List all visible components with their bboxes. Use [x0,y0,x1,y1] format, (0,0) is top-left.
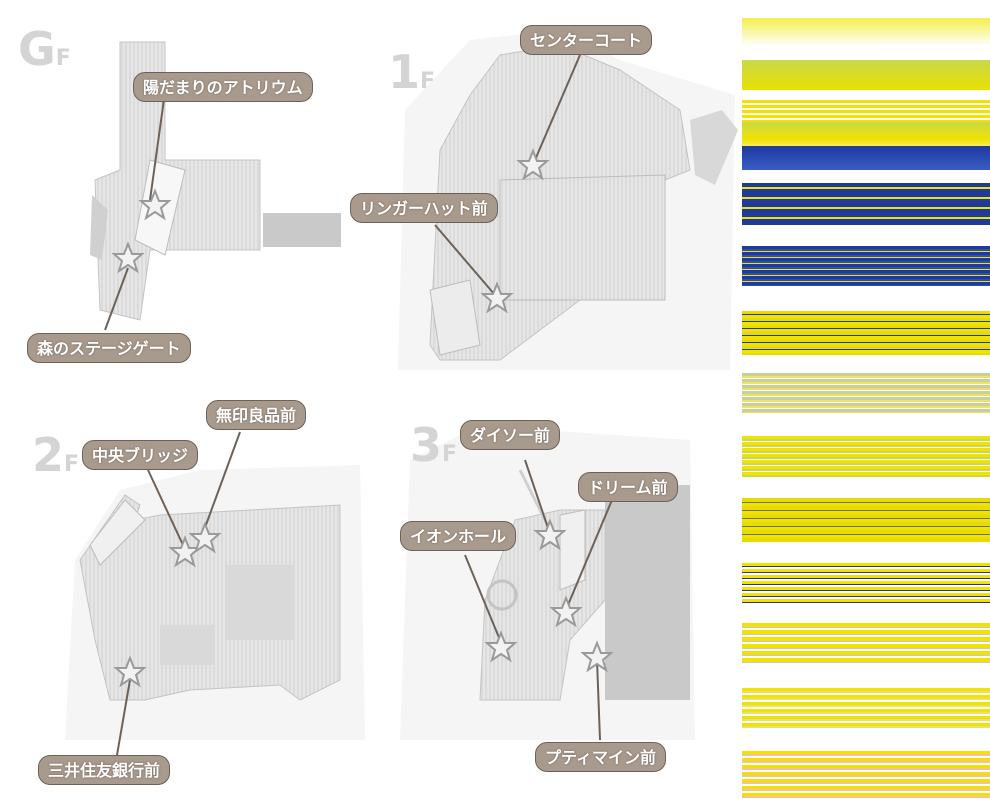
callout-daiso[interactable]: ダイソー前 [460,420,561,450]
stripe [742,60,990,90]
floor-suffix: F [420,69,436,94]
stripe [742,183,990,225]
floor-suffix: F [442,442,458,467]
callout-smbc[interactable]: 三井住友銀行前 [38,755,171,785]
floor-number: 2 [32,428,65,482]
stripe [742,100,990,124]
3f-map [400,430,695,741]
floor-number: 1 [388,45,421,99]
gf-map [90,41,341,331]
callout-atrium[interactable]: 陽だまりのアトリウム [133,72,313,102]
stripe [742,373,990,413]
floor-maps [65,30,738,756]
stripe [742,751,990,798]
stripe [742,623,990,665]
floor-suffix: F [55,46,71,71]
1f-map [398,30,738,370]
floor-number: 3 [410,418,443,472]
floor-suffix: F [64,452,80,477]
floor-label-2f: 2F [32,428,79,482]
stripe [742,563,990,603]
callout-dream[interactable]: ドリーム前 [578,472,678,502]
callout-central-bridge[interactable]: 中央ブリッジ [82,440,199,470]
gf-dark-block [263,213,341,247]
decorative-stripe-panel [742,18,990,798]
stripe [742,688,990,728]
3f-dark-block [605,485,690,700]
callout-petit-main[interactable]: プティマイン前 [535,742,667,772]
stripe [742,498,990,542]
callout-center-court[interactable]: センターコート [520,25,653,55]
stripe [742,311,990,355]
stripe [742,146,990,170]
floor-label-3f: 3F [410,418,457,472]
floor-number: G [18,22,56,76]
floor-label-gf: GF [18,22,71,76]
2f-map [65,431,365,756]
stripe [742,18,990,58]
stripe [742,246,990,286]
callout-stage-gate[interactable]: 森のステージゲート [27,333,191,363]
callout-ringer-hut[interactable]: リンガーハット前 [350,193,498,223]
stripe [742,436,990,478]
callout-muji[interactable]: 無印良品前 [206,400,307,430]
floor-label-1f: 1F [388,45,435,99]
callout-aeon-hall[interactable]: イオンホール [400,521,517,551]
